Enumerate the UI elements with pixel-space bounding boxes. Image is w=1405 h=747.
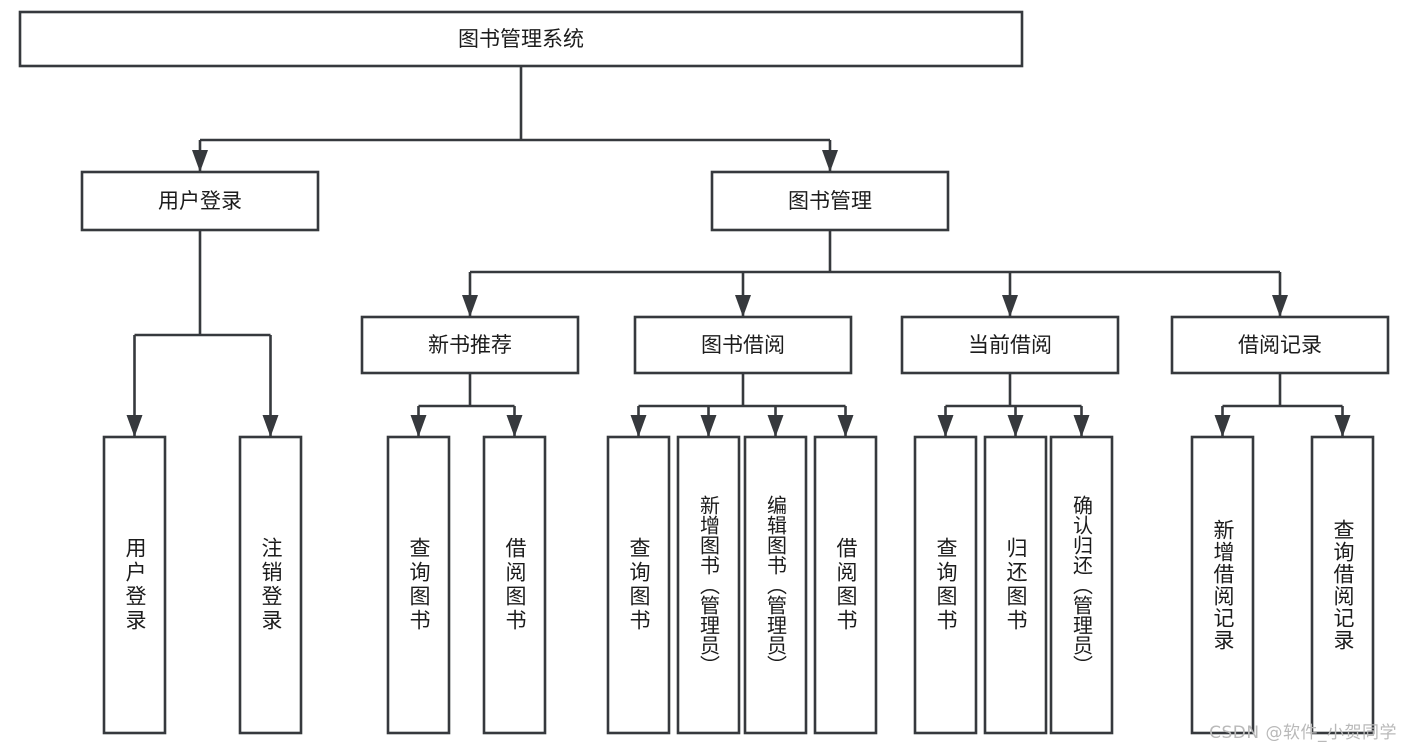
node-label-user-login-login: 用户登录 <box>123 537 147 633</box>
arrow-head-icon <box>1073 415 1090 437</box>
node-label-book-borrow: 图书借阅 <box>701 333 785 357</box>
node-label-bb-borrow-book: 借阅图书 <box>834 537 858 633</box>
node-box-current-borrow[interactable] <box>900 315 1120 375</box>
node-box-nbr-borrow-book[interactable] <box>482 435 547 735</box>
node-box-root[interactable] <box>18 10 1024 68</box>
node-label-cb-confirm-return: 确认归还（管理员） <box>1069 495 1094 675</box>
node-box-bb-add-book[interactable] <box>676 435 741 735</box>
arrow-head-icon <box>630 415 647 437</box>
node-label-br-add-record: 新增借阅记录 <box>1211 519 1235 651</box>
node-box-nbr-query-book[interactable] <box>386 435 451 735</box>
arrow-head-icon <box>767 415 784 437</box>
node-box-borrow-record[interactable] <box>1170 315 1390 375</box>
node-label-user-login-logout: 注销登录 <box>259 537 283 633</box>
arrow-head-icon <box>937 415 954 437</box>
arrow-head-icon <box>192 150 208 172</box>
node-label-borrow-record: 借阅记录 <box>1238 333 1322 357</box>
node-box-user-login[interactable] <box>80 170 320 232</box>
arrow-head-icon <box>262 415 279 437</box>
arrow-head-icon <box>1007 415 1024 437</box>
node-label-root: 图书管理系统 <box>458 27 584 51</box>
node-box-bb-borrow-book[interactable] <box>813 435 878 735</box>
arrow-head-icon <box>1334 415 1351 437</box>
connectors-layer <box>126 66 1351 437</box>
arrow-head-icon <box>410 415 427 437</box>
node-label-new-book-recommend: 新书推荐 <box>428 333 512 357</box>
arrow-head-icon <box>735 295 751 317</box>
node-label-book-manage: 图书管理 <box>788 189 872 213</box>
node-label-cb-return-book: 归还图书 <box>1004 537 1028 633</box>
node-box-user-login-login[interactable] <box>102 435 167 735</box>
arrow-head-icon <box>822 150 838 172</box>
node-boxes-layer <box>18 10 1390 735</box>
arrow-head-icon <box>1214 415 1231 437</box>
arrow-head-icon <box>506 415 523 437</box>
node-label-current-borrow: 当前借阅 <box>968 333 1052 357</box>
node-box-new-book-recommend[interactable] <box>360 315 580 375</box>
node-label-nbr-query-book: 查询图书 <box>407 537 431 633</box>
arrow-head-icon <box>1002 295 1018 317</box>
node-label-user-login: 用户登录 <box>158 189 242 213</box>
node-box-bb-query-book[interactable] <box>606 435 671 735</box>
node-label-cb-query-book: 查询图书 <box>934 537 958 633</box>
arrow-head-icon <box>700 415 717 437</box>
arrow-head-icon <box>126 415 143 437</box>
node-box-cb-query-book[interactable] <box>913 435 978 735</box>
node-box-user-login-logout[interactable] <box>238 435 303 735</box>
node-box-book-borrow[interactable] <box>633 315 853 375</box>
node-label-bb-edit-book: 编辑图书（管理员） <box>763 495 788 675</box>
arrow-head-icon <box>837 415 854 437</box>
arrow-head-icon <box>1272 295 1288 317</box>
node-label-bb-query-book: 查询图书 <box>627 537 651 633</box>
node-box-br-query-record[interactable] <box>1310 435 1375 735</box>
node-box-cb-return-book[interactable] <box>983 435 1048 735</box>
node-label-nbr-borrow-book: 借阅图书 <box>503 537 527 633</box>
node-box-br-add-record[interactable] <box>1190 435 1255 735</box>
node-box-bb-edit-book[interactable] <box>743 435 808 735</box>
arrow-head-icon <box>462 295 478 317</box>
node-label-br-query-record: 查询借阅记录 <box>1331 519 1355 651</box>
node-label-bb-add-book: 新增图书（管理员） <box>696 495 721 675</box>
node-box-cb-confirm-return[interactable] <box>1049 435 1114 735</box>
node-box-book-manage[interactable] <box>710 170 950 232</box>
watermark-text: CSDN @软件_小贺同学 <box>1209 723 1397 743</box>
